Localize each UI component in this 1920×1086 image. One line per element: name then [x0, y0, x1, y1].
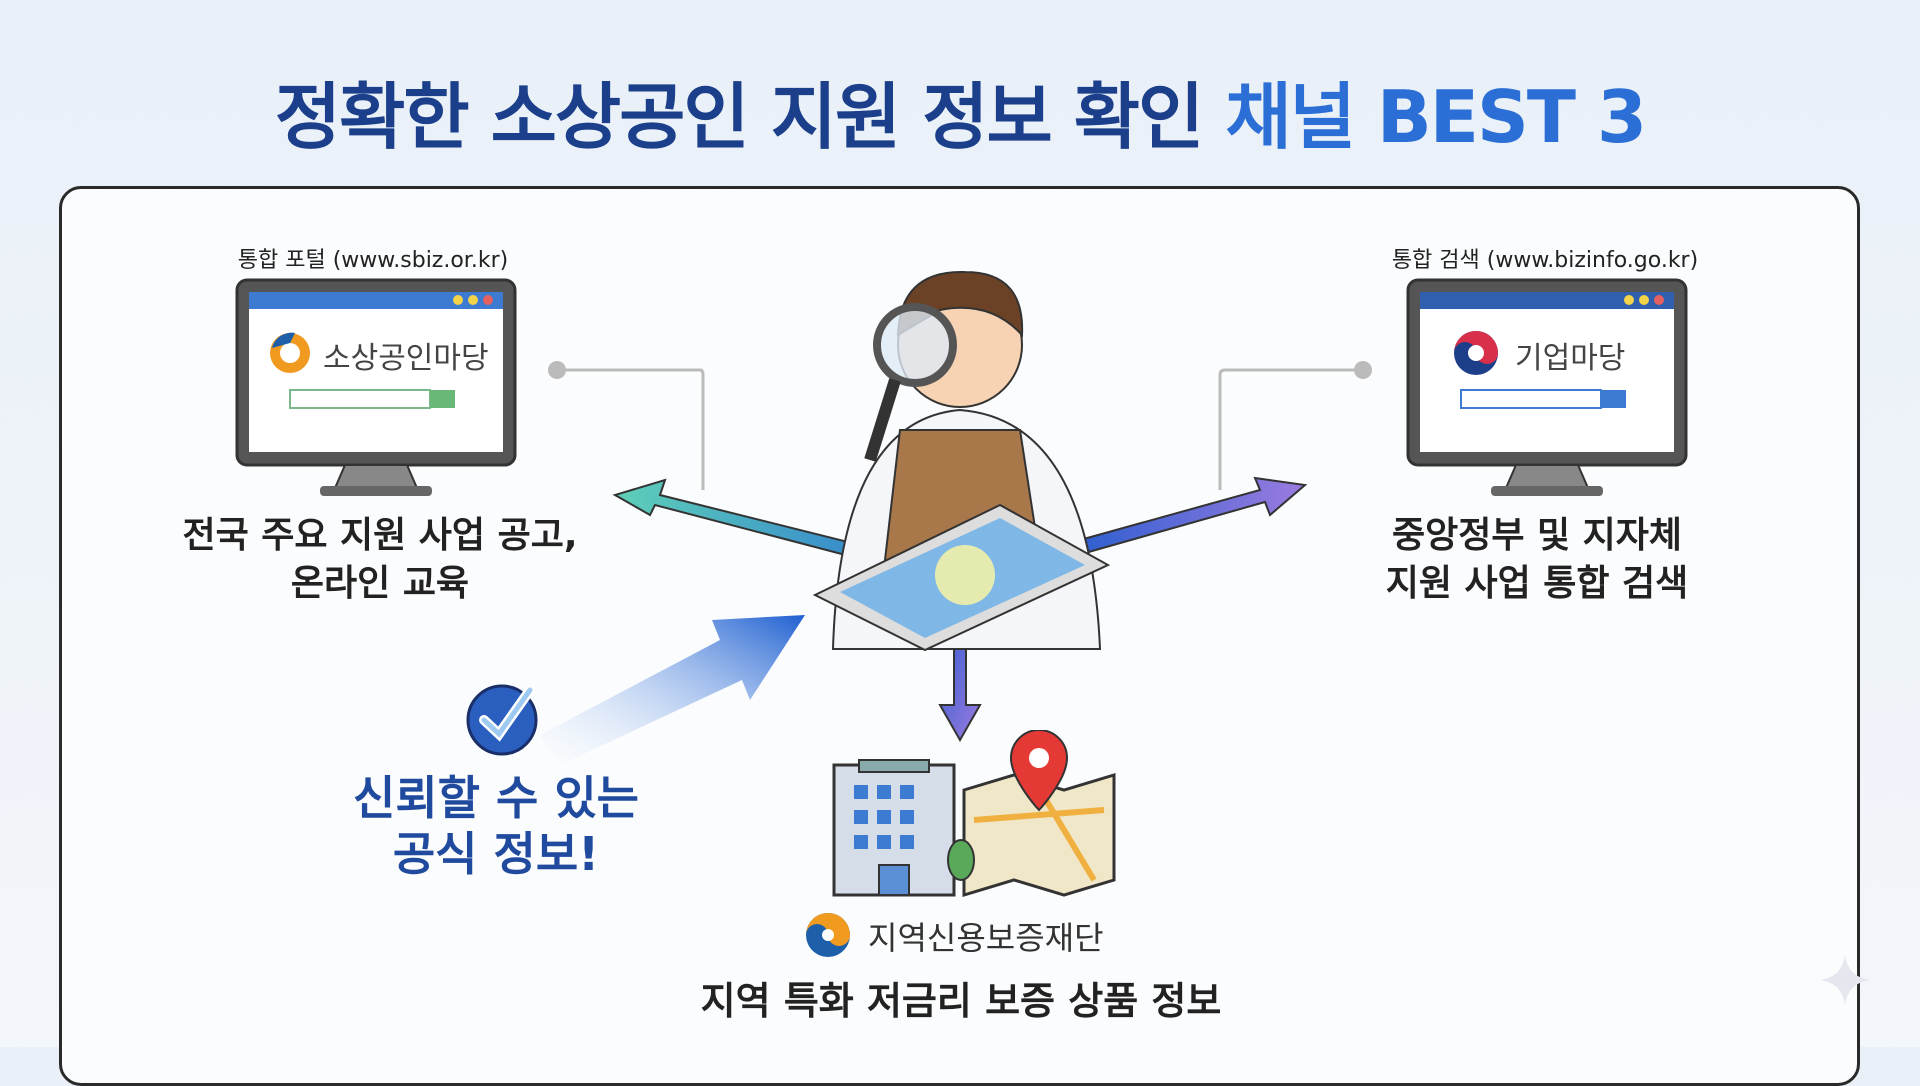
title-accent: 채널 BEST 3	[1225, 75, 1647, 159]
sparkle-icon	[1820, 955, 1870, 1005]
bizinfo-label: 통합 검색 (www.bizinfo.go.kr)	[1391, 248, 1699, 273]
main-blue-arrow	[540, 615, 805, 765]
title-main: 정확한 소상공인 지원 정보 확인	[274, 75, 1204, 159]
sbiz-desc: 전국 주요 지원 사업 공고,온라인 교육	[182, 515, 578, 604]
hair	[896, 270, 1024, 338]
check-circle-icon	[466, 684, 538, 756]
foundation-name: 지역신용보증재단	[868, 919, 1104, 957]
down-arrow	[938, 634, 982, 743]
building-map-illustration	[832, 730, 1116, 898]
left-connector	[557, 368, 705, 490]
right-connector	[1218, 368, 1363, 490]
sbiz-brand: 소상공인마당	[323, 341, 489, 376]
bizinfo-brand: 기업마당	[1515, 341, 1626, 376]
foundation-desc: 지역 특화 저금리 보증 상품 정보	[700, 979, 1222, 1023]
magnifier-icon	[873, 303, 957, 387]
bizinfo-monitor[interactable]	[1406, 278, 1688, 498]
page-title: 정확한 소상공인 지원 정보 확인 채널 BEST 3	[0, 58, 1920, 163]
sbiz-monitor[interactable]	[235, 278, 517, 498]
right-arrow	[1078, 476, 1308, 555]
arrows-layer	[540, 270, 1372, 765]
foundation-logo-icon	[806, 913, 850, 957]
location-pin-icon	[1009, 730, 1069, 812]
sbiz-label: 통합 포털 (www.sbiz.or.kr)	[237, 248, 509, 273]
